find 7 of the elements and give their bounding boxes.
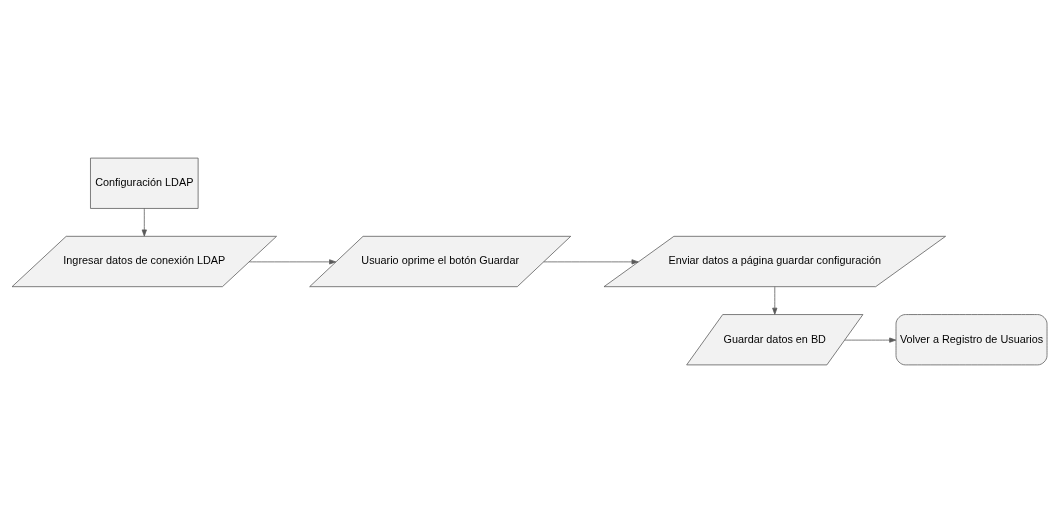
node-box: Volver a Registro de Usuarios — [895, 313, 1048, 365]
arrow — [141, 207, 147, 236]
arrow — [772, 285, 778, 315]
arrow — [248, 258, 337, 264]
arrow — [844, 337, 897, 343]
node-box: Configuración LDAP — [90, 157, 199, 209]
arrow — [543, 258, 639, 264]
